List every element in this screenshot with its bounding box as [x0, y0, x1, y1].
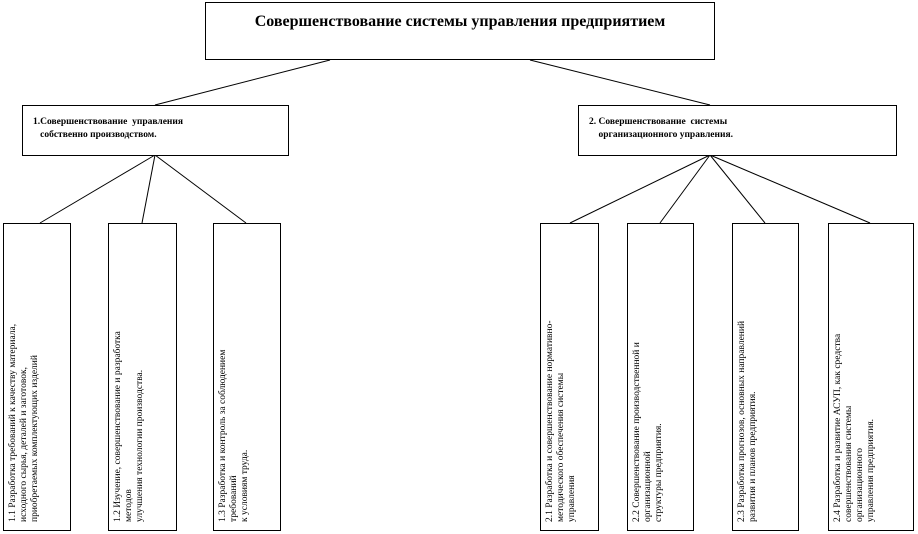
leaf-node-2-4: 2.4 Разработка и развитие АСУП, как сред… [828, 223, 914, 531]
leaf-node-1-2: 1.2 Изучение, совершенствование и разраб… [108, 223, 177, 531]
leaf-node-2-1: 2.1 Разработка и совершенствование норма… [540, 223, 599, 531]
connector-line [141, 154, 156, 224]
branch-node-organization: 2. Совершенствование системы организацио… [578, 105, 897, 156]
leaf-node-2-2: 2.2 Совершенствование производственной и… [627, 223, 694, 531]
leaf-text: 1.2 Изучение, совершенствование и разраб… [113, 331, 145, 522]
root-node: Совершенствование системы управления пре… [205, 2, 715, 60]
branch-node-production: 1.Совершенствование управления собственн… [22, 105, 289, 156]
leaf-text: 1.1 Разработка требований к качеству мат… [8, 323, 40, 522]
leaf-node-1-1: 1.1 Разработка требований к качеству мат… [3, 223, 71, 531]
leaf-text: 2.2 Совершенствование производственной и… [632, 342, 664, 522]
leaf-text: 2.1 Разработка и совершенствование норма… [545, 320, 577, 522]
connector-line [529, 59, 711, 106]
leaf-node-1-3: 1.3 Разработка и контроль за соблюдением… [213, 223, 281, 531]
leaf-text: 2.3 Разработка прогнозов, основных напра… [737, 320, 758, 522]
leaf-text: 1.3 Разработка и контроль за соблюдением… [218, 349, 250, 522]
connector-line [154, 154, 247, 224]
leaf-node-2-3: 2.3 Разработка прогнозов, основных напра… [732, 223, 799, 531]
connector-line [569, 154, 711, 224]
leaf-text: 2.4 Разработка и развитие АСУП, как сред… [833, 333, 876, 522]
connector-line [659, 154, 711, 224]
connector-line [154, 59, 331, 106]
connector-line [709, 154, 871, 224]
connector-line [39, 154, 156, 224]
connector-line [709, 154, 766, 224]
